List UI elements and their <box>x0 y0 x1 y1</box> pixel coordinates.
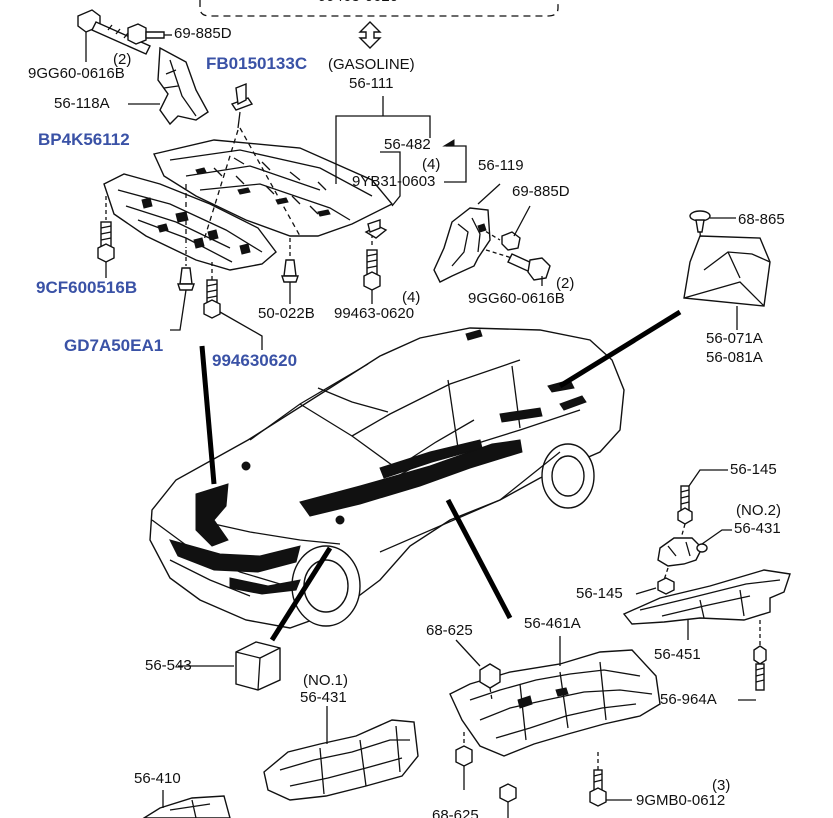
label-9cf600516b: 9CF600516B <box>36 278 138 297</box>
bolt-9gmb0-0612 <box>589 752 632 807</box>
bolt-99463-0620 <box>363 234 381 304</box>
label-9gg60-top: 9GG60-0616B <box>28 65 125 82</box>
label-68-865: 68-865 <box>738 211 785 228</box>
insulator-56-431-no1 <box>263 706 419 801</box>
clip-50-022b <box>281 238 299 304</box>
label-56-543: 56-543 <box>145 657 192 674</box>
clip-56-482 <box>364 139 467 239</box>
bracket-56-118a <box>128 46 209 126</box>
bracket-56-431-no2 <box>657 529 732 567</box>
label-9yb31-0603: 9YB31-0603 <box>352 173 436 190</box>
insulator-56-451 <box>622 569 791 640</box>
undercover-dashed-leaders <box>185 127 301 248</box>
block-56-543 <box>178 641 281 691</box>
label-56-410: 56-410 <box>134 770 181 787</box>
label-56-119: 56-119 <box>478 157 524 174</box>
bolt-bottom-center <box>499 783 517 818</box>
label-56-145-mid: 56-145 <box>576 585 623 602</box>
label-qty-3: (3) <box>712 777 731 794</box>
label-994630620: 994630620 <box>212 351 298 370</box>
label-56-111: 56-111 <box>349 75 394 92</box>
leader-56-111 <box>335 96 431 184</box>
label-56-431-no2: 56-431 <box>734 520 781 537</box>
label-99463-0620: 99463-0620 <box>334 305 415 322</box>
label-no1: (NO.1) <box>303 672 348 689</box>
bolt-56-145-mid <box>635 567 675 595</box>
label-no2: (NO.2) <box>736 502 781 519</box>
undercover-56-111 <box>153 139 394 237</box>
bolt-994630620 <box>203 262 263 350</box>
label-bp4k56112: BP4K56112 <box>38 130 130 149</box>
label-56-071a: 56-071A <box>706 330 763 347</box>
label-56-451: 56-451 <box>654 646 701 663</box>
label-56-964a: 56-964A <box>660 691 717 708</box>
cover-56-071a <box>683 235 771 330</box>
label-qty-2b: (2) <box>556 275 575 292</box>
label-9gmb0-0612: 9GMB0-0612 <box>636 792 726 809</box>
label-top-ref: 99463-0620 <box>318 0 398 5</box>
label-56-431-no1: 56-431 <box>300 689 347 706</box>
bolt-69-885d-right <box>479 205 531 251</box>
label-gd7a50ea1: GD7A50EA1 <box>64 336 164 355</box>
undercover-bp4k56112 <box>103 173 277 271</box>
label-56-118a: 56-118A <box>54 95 110 112</box>
label-gasoline: (GASOLINE) <box>328 56 415 73</box>
label-qty-4b: (4) <box>402 289 421 306</box>
insulator-56-410 <box>142 790 231 818</box>
label-56-482: 56-482 <box>384 136 431 153</box>
label-56-081a: 56-081A <box>706 349 763 366</box>
splash-shield-56-119 <box>433 183 501 283</box>
bolt-69-885d-top <box>127 23 172 45</box>
nut-68-625-bottom <box>455 732 473 790</box>
clip-68-865 <box>689 210 736 257</box>
label-69-885d-right: 69-885D <box>512 183 570 200</box>
nut-68-625-top <box>455 639 501 701</box>
label-fb0150133c: FB0150133C <box>206 54 308 73</box>
clip-fb0150133c <box>230 82 254 129</box>
underbody-shading <box>169 329 587 595</box>
label-69-885d-top: 69-885D <box>174 25 232 42</box>
top-double-arrow <box>358 21 382 49</box>
clip-gd7a50ea1 <box>170 250 195 331</box>
label-56-461a: 56-461A <box>524 615 581 632</box>
bolt-9cf600516b <box>97 196 115 278</box>
bolt-9gg60-top <box>77 9 151 62</box>
insulator-56-461a <box>449 636 661 757</box>
bolt-56-964a <box>738 620 767 701</box>
label-68-625-bottom: 68-625 <box>432 807 479 818</box>
bolt-9gg60-right <box>485 249 551 286</box>
pointer-lines <box>199 309 682 642</box>
label-top-qty-2: (2) <box>113 51 132 68</box>
label-68-625-top: 68-625 <box>426 622 473 639</box>
label-56-145-top: 56-145 <box>730 461 777 478</box>
label-9gg60-right: 9GG60-0616B <box>468 290 565 307</box>
label-qty-4a: (4) <box>422 156 441 173</box>
label-50-022b: 50-022B <box>258 305 315 322</box>
